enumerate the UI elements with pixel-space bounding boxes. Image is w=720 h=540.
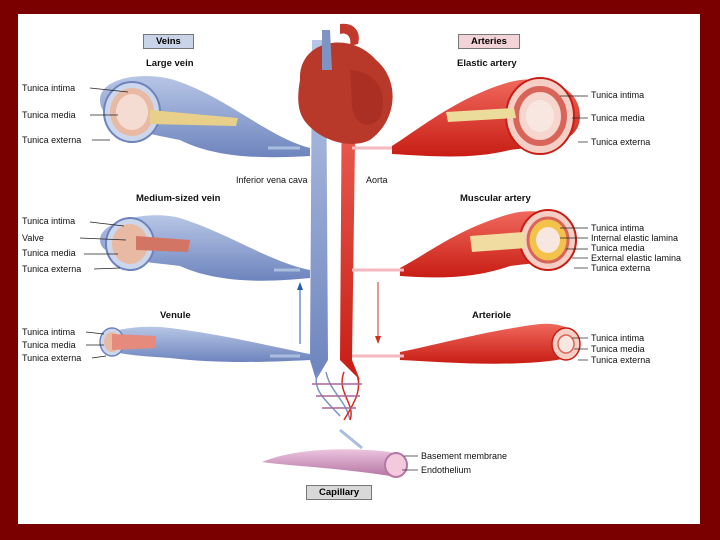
venule-title: Venule [160,310,191,321]
arteriole-label: Tunica intima [591,333,645,343]
capillary-label: Basement membrane [421,451,508,461]
venule-label: Tunica intima [22,327,76,337]
large-vein-label: Tunica intima [22,83,76,93]
medium-vein-label: Tunica externa [22,264,82,274]
muscular-artery-label: External elastic lamina [591,253,682,263]
arteriole-title: Arteriole [472,310,512,321]
elastic-artery-title: Elastic artery [457,58,517,69]
elastic-artery-label: Tunica intima [591,90,645,100]
elastic-artery-label: Tunica media [591,113,645,123]
large-vein-title: Large vein [146,58,194,69]
capillary-header: Capillary [306,485,373,500]
medium-vein-label: Tunica intima [22,216,76,226]
medium-vein-label: Tunica media [22,248,76,258]
flow-arrows [268,146,404,450]
muscular-artery-label: Internal elastic lamina [591,233,679,243]
medium-vein [100,215,310,281]
heart [298,23,393,144]
muscular-artery-label: Tunica intima [591,223,645,233]
muscular-artery-label: Tunica media [591,243,645,253]
medium-vein-label: Valve [22,233,44,243]
venule-label: Tunica media [22,340,76,350]
inferior-vena-cava-label: Inferior vena cava [236,175,308,185]
venule [100,326,310,362]
venule-label: Tunica externa [22,353,82,363]
capillary [262,449,400,476]
capillary-label: Endothelium [421,465,472,475]
veins-header: Veins [143,34,194,49]
arteriole [400,323,580,364]
medium-vein-title: Medium-sized vein [136,193,221,204]
muscular-artery-label: Tunica externa [591,263,651,273]
muscular-artery-title: Muscular artery [460,193,531,204]
aorta [340,70,360,380]
arteries-header: Arteries [458,34,520,49]
large-vein-label: Tunica media [22,110,76,120]
capillary-bed [312,371,362,421]
elastic-artery-label: Tunica externa [591,137,651,147]
large-vein-label: Tunica externa [22,135,82,145]
aorta-label: Aorta [366,175,388,185]
arteriole-label: Tunica externa [591,355,651,365]
arteriole-label: Tunica media [591,344,645,354]
leader-lines [79,87,588,471]
